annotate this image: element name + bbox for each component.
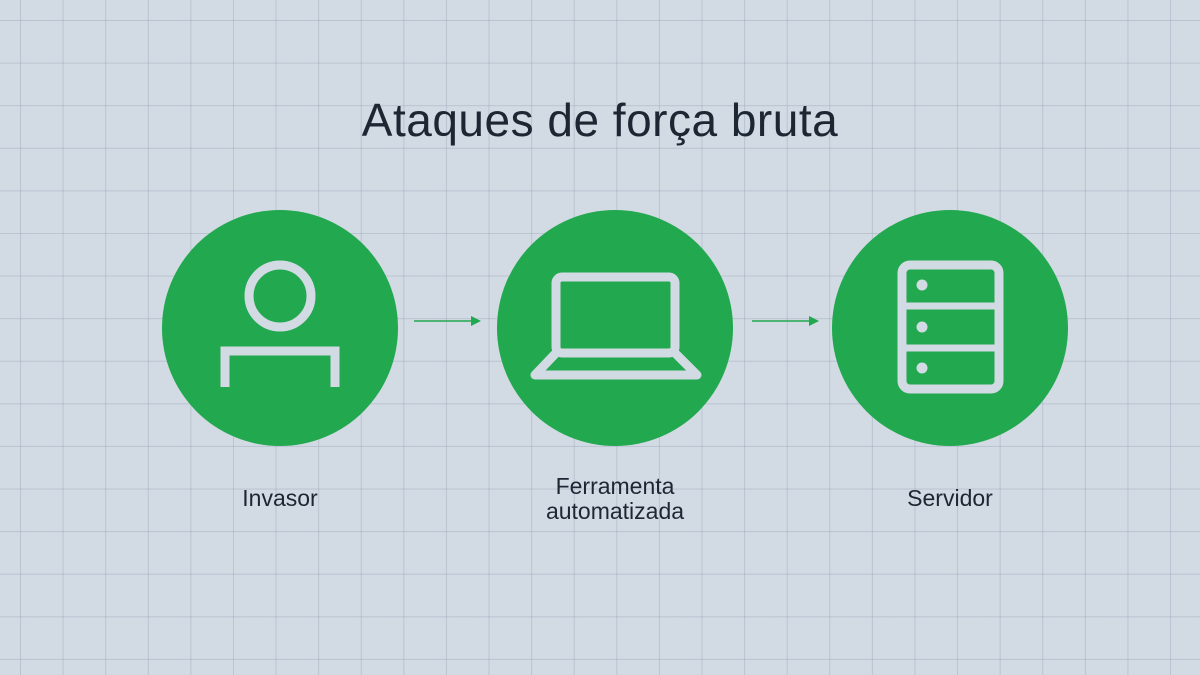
node-ferramenta xyxy=(497,210,733,446)
label-line: Servidor xyxy=(907,485,993,511)
diagram-title: Ataques de força bruta xyxy=(361,94,839,146)
node-servidor xyxy=(832,210,1068,446)
label-line: automatizada xyxy=(545,498,685,524)
label-line: Invasor xyxy=(242,485,318,511)
server-icon xyxy=(832,210,1068,446)
laptop-icon xyxy=(497,210,733,446)
arrow-ferramenta-to-servidor xyxy=(752,316,819,326)
node-label-ferramenta: Ferramenta automatizada xyxy=(495,474,735,524)
node-label-invasor: Invasor xyxy=(160,486,400,511)
label-line: Ferramenta xyxy=(555,473,675,499)
node-invasor xyxy=(162,210,398,446)
node-label-servidor: Servidor xyxy=(830,486,1070,511)
user-icon xyxy=(162,210,398,446)
arrow-invasor-to-ferramenta xyxy=(414,316,481,326)
